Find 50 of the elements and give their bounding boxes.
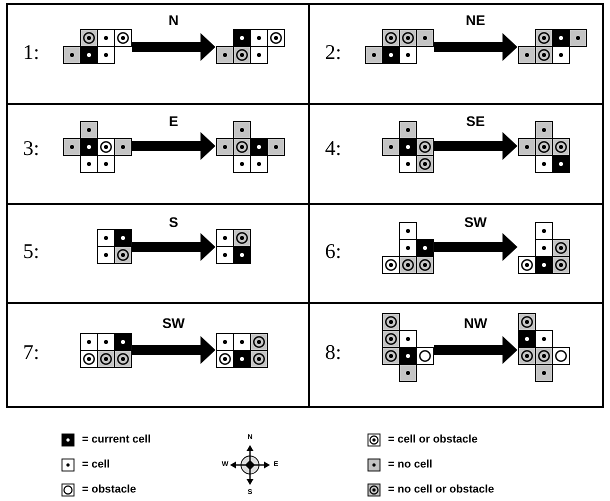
cell-grid-drawing	[80, 333, 132, 368]
panel	[308, 3, 604, 105]
edge-label: NW	[462, 315, 490, 331]
cell-grid-drawing	[216, 29, 285, 64]
edge-label: E	[166, 113, 180, 129]
legend-label: = cell	[82, 458, 110, 472]
edge-label: S	[166, 214, 180, 230]
legend-label: = no cell or obstacle	[388, 484, 494, 496]
panel-number: 3:	[23, 136, 40, 160]
panel-number: 1:	[23, 40, 40, 64]
arrow	[434, 336, 518, 364]
panel-number: 5:	[23, 239, 40, 263]
panel	[308, 302, 604, 408]
cell-grid-drawing	[216, 121, 285, 173]
arrow	[434, 233, 518, 261]
panel-number: 2:	[325, 40, 342, 64]
cell-grid-drawing	[382, 313, 434, 382]
edge-label: SE	[464, 113, 487, 129]
arrow	[434, 33, 518, 61]
panel-number: 6:	[325, 239, 342, 263]
cell-grid-drawing	[216, 229, 251, 264]
cell-grid-drawing	[382, 121, 434, 173]
panel-number: 4:	[325, 136, 342, 160]
cell-grid-drawing	[382, 222, 434, 274]
cell-grid-drawing	[63, 29, 132, 64]
cell-grid-drawing	[216, 333, 268, 368]
legend-label: = obstacle	[82, 484, 136, 496]
cell-grid-drawing	[518, 29, 587, 64]
cell-grid-drawing	[365, 29, 434, 64]
arrow	[132, 336, 216, 364]
arrow	[132, 132, 216, 160]
panel	[6, 3, 310, 105]
arrow	[434, 132, 518, 160]
cell-grid-drawing	[518, 222, 570, 274]
legend-label: = cell or obstacle	[388, 434, 478, 446]
legend-label: = current cell	[82, 434, 151, 446]
edge-label: NE	[464, 12, 488, 28]
arrow	[132, 33, 216, 61]
arrow	[132, 233, 216, 261]
legend-label: = no cell	[388, 458, 432, 472]
panel-number: 7:	[23, 340, 40, 364]
edge-label: N	[166, 12, 181, 28]
panel	[6, 302, 310, 408]
cell-grid-drawing	[97, 229, 132, 264]
cell-grid-drawing	[63, 121, 132, 173]
edge-label: SW	[160, 315, 187, 331]
cell-grid-drawing	[518, 121, 570, 173]
panel-number: 8:	[325, 340, 342, 364]
edge-label: SW	[462, 214, 489, 230]
cell-grid-drawing	[518, 313, 570, 382]
